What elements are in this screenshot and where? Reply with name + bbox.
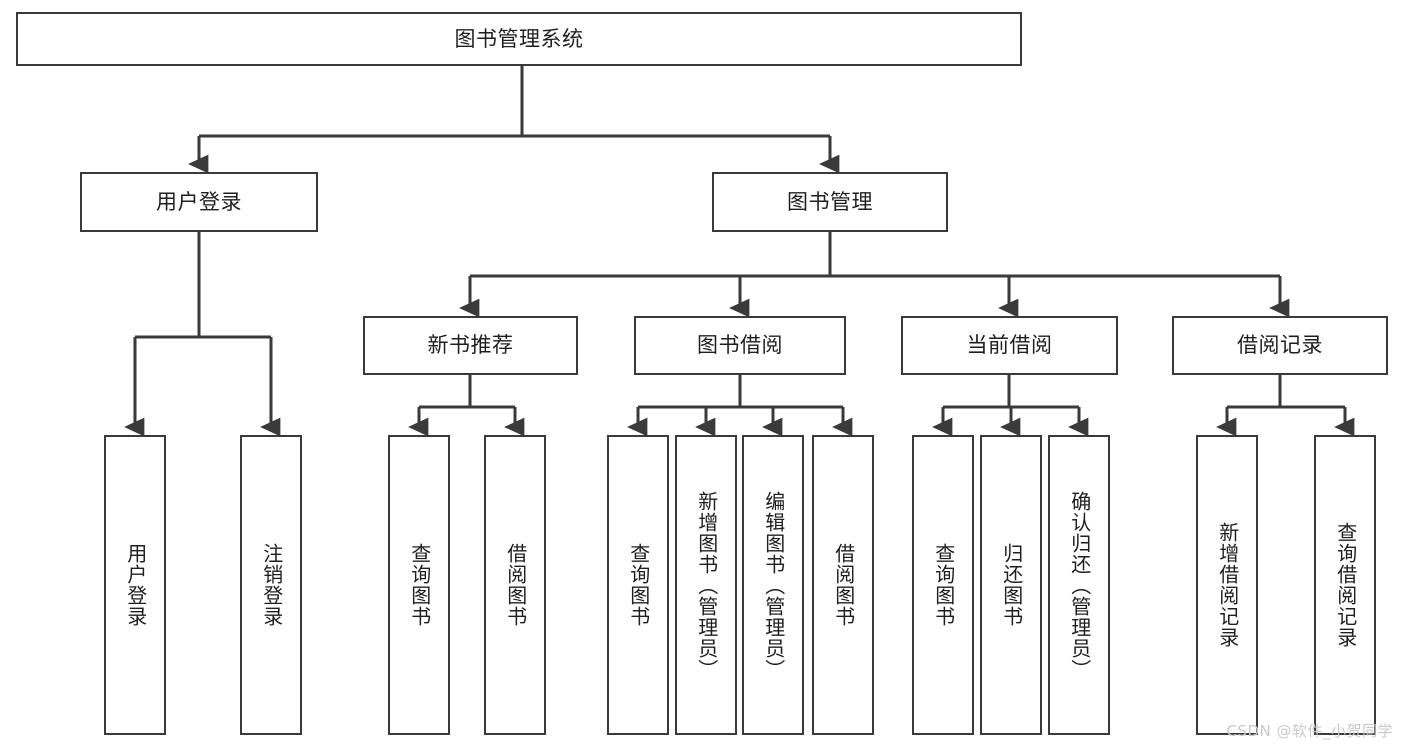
node-user-login[interactable]: 用户登录 <box>80 172 318 232</box>
node-leaf-borrow-book-1[interactable]: 借阅图书 <box>484 435 546 735</box>
node-label: 用户登录 <box>156 189 242 214</box>
node-current-borrow[interactable]: 当前借阅 <box>901 316 1118 375</box>
node-label: 图书借阅 <box>697 333 783 358</box>
node-label: 用户登录 <box>123 543 148 627</box>
node-new-book-recommend[interactable]: 新书推荐 <box>363 316 578 375</box>
node-label: 图书管理系统 <box>454 26 584 51</box>
node-borrow-record[interactable]: 借阅记录 <box>1172 316 1388 375</box>
node-label: 注销登录 <box>259 543 284 627</box>
node-leaf-confirm-return[interactable]: 确认归还（管理员） <box>1048 435 1110 735</box>
node-label: 借阅图书 <box>831 543 856 627</box>
node-book-manage[interactable]: 图书管理 <box>712 172 948 232</box>
node-label: 确认归还（管理员） <box>1067 490 1092 680</box>
node-book-borrow[interactable]: 图书借阅 <box>634 316 846 375</box>
csdn-watermark: CSDN @软件_小贺同学 <box>1226 722 1393 740</box>
node-leaf-logout[interactable]: 注销登录 <box>240 435 302 735</box>
node-label: 当前借阅 <box>966 333 1053 358</box>
node-label: 借阅图书 <box>503 543 528 627</box>
node-label: 查询借阅记录 <box>1333 522 1358 648</box>
node-leaf-query-book-3[interactable]: 查询图书 <box>912 435 974 735</box>
node-leaf-query-book-1[interactable]: 查询图书 <box>388 435 450 735</box>
node-label: 新书推荐 <box>427 333 514 358</box>
node-label: 查询图书 <box>931 543 956 627</box>
node-leaf-query-record[interactable]: 查询借阅记录 <box>1314 435 1376 735</box>
node-leaf-query-book-2[interactable]: 查询图书 <box>607 435 669 735</box>
node-label: 图书管理 <box>787 189 873 214</box>
node-label: 归还图书 <box>999 543 1024 627</box>
node-label: 新增图书（管理员） <box>694 490 719 680</box>
node-label: 编辑图书（管理员） <box>761 490 786 680</box>
node-label: 借阅记录 <box>1237 333 1323 358</box>
node-label: 查询图书 <box>626 543 651 627</box>
node-label: 新增借阅记录 <box>1215 522 1240 648</box>
node-leaf-return-book[interactable]: 归还图书 <box>980 435 1042 735</box>
node-leaf-add-book[interactable]: 新增图书（管理员） <box>675 435 737 735</box>
node-leaf-user-login[interactable]: 用户登录 <box>104 435 166 735</box>
node-leaf-add-record[interactable]: 新增借阅记录 <box>1196 435 1258 735</box>
node-leaf-borrow-book-2[interactable]: 借阅图书 <box>812 435 874 735</box>
node-leaf-edit-book[interactable]: 编辑图书（管理员） <box>742 435 804 735</box>
node-root-system[interactable]: 图书管理系统 <box>16 12 1022 66</box>
node-label: 查询图书 <box>407 543 432 627</box>
